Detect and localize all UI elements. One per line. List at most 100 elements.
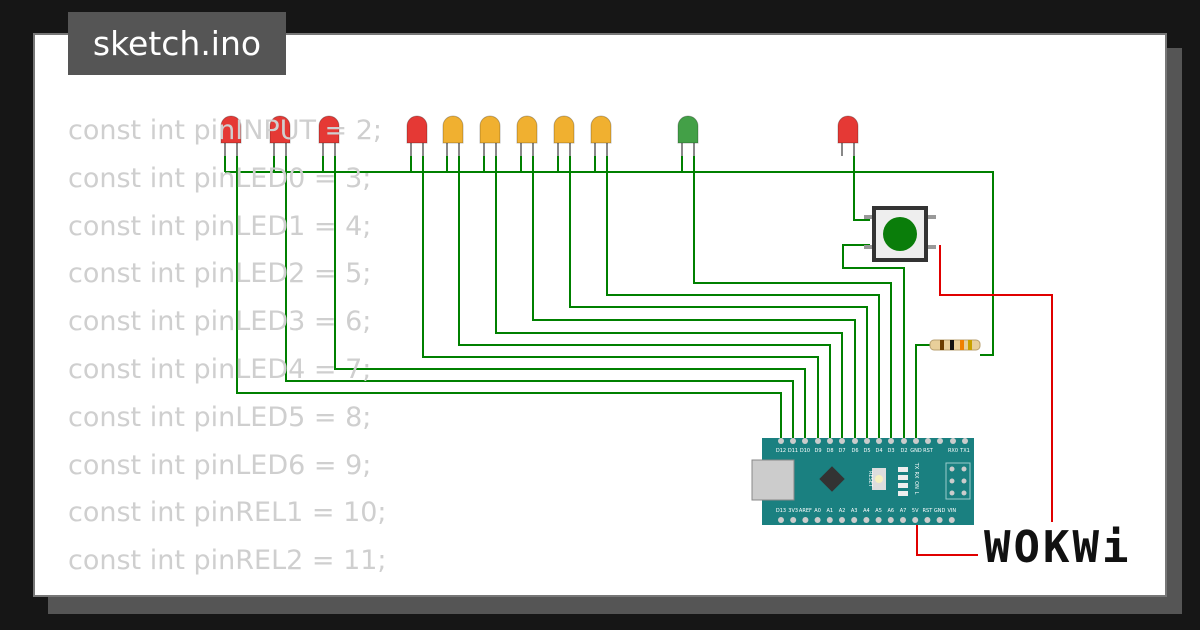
pin-label: A2: [839, 508, 846, 514]
led-red: [269, 115, 291, 144]
status-led: [898, 475, 908, 480]
pin-header: [888, 438, 894, 444]
pin-label: VIN: [947, 508, 956, 514]
usb-port: [751, 459, 795, 501]
pin-header: [948, 517, 955, 523]
pin-label: AREF: [799, 508, 812, 514]
led-red: [837, 115, 859, 144]
file-tab[interactable]: sketch.ino: [68, 12, 286, 75]
wire: [285, 152, 794, 440]
pin-label: 5V: [912, 508, 919, 514]
status-led: [898, 483, 908, 488]
resistor-band: [960, 340, 964, 350]
pin-header: [924, 517, 931, 523]
pin-header: [962, 438, 968, 444]
button-cap: [883, 217, 917, 251]
status-led: [898, 491, 908, 496]
wire: [495, 152, 843, 440]
wire: [236, 152, 782, 440]
pin-label: GND: [910, 448, 922, 454]
pin-header: [827, 438, 833, 444]
tx-label: TX: [913, 462, 919, 470]
pin-header: [778, 438, 784, 444]
pin-label: D5: [863, 448, 870, 454]
reset-button-cap: [875, 475, 883, 483]
pin-header: [826, 517, 833, 523]
pin-header: [900, 517, 906, 523]
icsp-pin: [949, 490, 955, 496]
icsp-header: [945, 462, 971, 500]
icsp-pin: [961, 478, 967, 484]
resistor-band: [940, 340, 944, 350]
pin-label: A4: [863, 508, 870, 514]
wire: [842, 244, 905, 440]
led-yellow: [479, 115, 501, 144]
wire: [458, 152, 831, 440]
board-body: [762, 438, 974, 525]
reset-label: RESET: [867, 471, 873, 488]
status-led: [898, 467, 908, 472]
wokwi-logo: WOKWi: [978, 522, 1138, 573]
pin-header: [936, 517, 943, 523]
pin-header: [802, 438, 808, 444]
led-red: [220, 115, 242, 144]
led-yellow: [442, 115, 464, 144]
pin-label: RST: [923, 448, 934, 454]
pin-label: D11: [788, 448, 798, 454]
pin-header: [925, 438, 931, 444]
pin-label: A7: [900, 508, 907, 514]
rx-label: RX: [913, 472, 919, 479]
pin-label: A1: [826, 508, 833, 514]
pin-header: [912, 517, 919, 523]
pin-header: [815, 438, 821, 444]
wire: [532, 152, 856, 440]
button-leg: [928, 215, 936, 219]
pin-header: [875, 517, 882, 523]
microcontroller-chip: [819, 466, 845, 492]
pin-label: D3: [887, 448, 894, 454]
pin-label: TX1: [959, 448, 970, 454]
pin-label: GND: [934, 508, 946, 514]
pin-header: [852, 438, 858, 444]
pin-header: [901, 438, 907, 444]
pin-label: D7: [838, 448, 845, 454]
pin-header: [876, 438, 882, 444]
pin-header: [778, 517, 784, 523]
pin-label: D6: [851, 448, 858, 454]
wire: [225, 171, 994, 356]
pin-label: A3: [851, 508, 858, 514]
led-yellow: [553, 115, 575, 144]
icsp-pin: [949, 478, 955, 484]
pin-header: [851, 517, 858, 523]
pin-label: A0: [814, 508, 821, 514]
resistor-band: [950, 340, 954, 350]
button-leg: [928, 245, 936, 249]
resistor: [929, 339, 981, 351]
pin-label: D8: [826, 448, 833, 454]
icsp-pin: [961, 466, 967, 472]
wire: [422, 152, 819, 440]
pin-header: [790, 438, 796, 444]
wire: [334, 152, 806, 440]
pin-label: 3V3: [788, 508, 798, 514]
wire: [569, 152, 868, 440]
pin-label: D13: [776, 508, 786, 514]
pin-label: D12: [776, 448, 786, 454]
wire: [853, 152, 870, 221]
wire: [693, 152, 892, 440]
pin-header: [839, 438, 845, 444]
led-yellow: [590, 115, 612, 144]
button-leg: [864, 245, 872, 249]
led-green: [677, 115, 699, 144]
on-label: ON: [913, 481, 919, 489]
icsp-pin: [961, 490, 967, 496]
pin-header: [887, 517, 894, 523]
led-yellow: [516, 115, 538, 144]
icsp-pin: [949, 466, 955, 472]
pin-label: D10: [800, 448, 810, 454]
pin-header: [839, 517, 845, 523]
wire: [915, 344, 930, 440]
button-leg: [864, 215, 872, 219]
